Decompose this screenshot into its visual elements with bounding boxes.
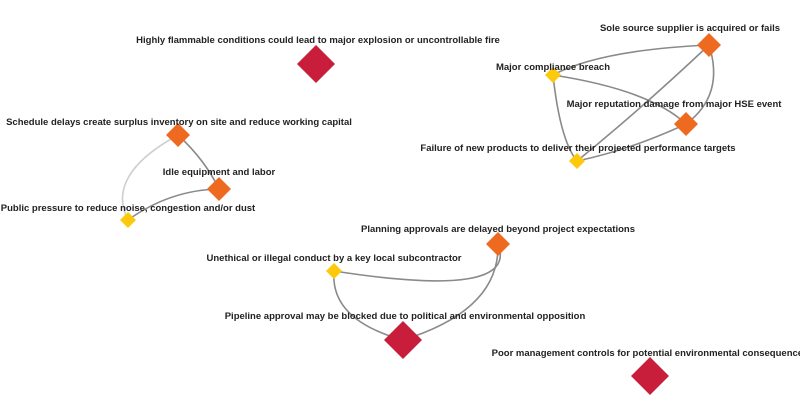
risk-node-idle[interactable]: Idle equipment and labor: [163, 167, 276, 201]
network-nodes: Highly flammable conditions could lead t…: [1, 23, 800, 395]
link-unethical-to-planning: [333, 243, 501, 282]
link-planning-to-pipeline: [402, 243, 499, 341]
risk-marker-unethical[interactable]: [326, 263, 342, 279]
risk-marker-reputation[interactable]: [674, 112, 698, 136]
risk-marker-flammable[interactable]: [297, 45, 335, 83]
risk-marker-sole-source[interactable]: [697, 33, 721, 57]
link-unethical-to-pipeline: [333, 270, 404, 341]
risk-label-planning: Planning approvals are delayed beyond pr…: [361, 224, 635, 235]
risk-node-sole-source[interactable]: Sole source supplier is acquired or fail…: [600, 23, 780, 57]
risk-node-schedule[interactable]: Schedule delays create surplus inventory…: [6, 117, 352, 147]
risk-node-poor-mgmt[interactable]: Poor management controls for potential e…: [492, 348, 800, 395]
risk-marker-planning[interactable]: [486, 232, 510, 256]
risk-label-sole-source: Sole source supplier is acquired or fail…: [600, 23, 780, 34]
risk-marker-pipeline[interactable]: [384, 321, 422, 359]
risk-node-pipeline[interactable]: Pipeline approval may be blocked due to …: [225, 311, 586, 359]
link-compliance-to-reputation: [552, 74, 687, 125]
risk-label-poor-mgmt: Poor management controls for potential e…: [492, 348, 800, 359]
risk-marker-compliance[interactable]: [545, 67, 561, 83]
link-schedule-to-public: [121, 134, 179, 221]
risk-label-public: Public pressure to reduce noise, congest…: [1, 203, 256, 214]
risk-label-reputation: Major reputation damage from major HSE e…: [567, 99, 783, 110]
risk-label-flammable: Highly flammable conditions could lead t…: [136, 35, 500, 46]
risk-marker-idle[interactable]: [207, 177, 231, 201]
link-sole-source-to-new-products: [576, 44, 710, 162]
risk-label-pipeline: Pipeline approval may be blocked due to …: [225, 311, 586, 322]
risk-marker-new-products[interactable]: [569, 153, 585, 169]
risk-label-new-products: Failure of new products to deliver their…: [420, 143, 735, 154]
link-compliance-to-sole-source: [552, 44, 710, 76]
risk-label-idle: Idle equipment and labor: [163, 167, 276, 178]
risk-node-flammable[interactable]: Highly flammable conditions could lead t…: [136, 35, 500, 83]
risk-node-planning[interactable]: Planning approvals are delayed beyond pr…: [361, 224, 635, 256]
risk-node-reputation[interactable]: Major reputation damage from major HSE e…: [567, 99, 783, 136]
risk-marker-schedule[interactable]: [166, 123, 190, 147]
risk-node-new-products[interactable]: Failure of new products to deliver their…: [420, 143, 736, 169]
risk-marker-poor-mgmt[interactable]: [631, 357, 669, 395]
link-sole-source-to-reputation: [685, 44, 715, 125]
risk-label-schedule: Schedule delays create surplus inventory…: [6, 117, 352, 128]
link-schedule-to-idle: [177, 134, 220, 190]
risk-node-public[interactable]: Public pressure to reduce noise, congest…: [1, 203, 256, 228]
risk-marker-public[interactable]: [120, 212, 136, 228]
risk-node-unethical[interactable]: Unethical or illegal conduct by a key lo…: [207, 253, 462, 279]
network-links: [121, 44, 715, 341]
link-reputation-to-new-products: [576, 123, 687, 162]
risk-node-compliance[interactable]: Major compliance breach: [496, 62, 610, 83]
risk-label-compliance: Major compliance breach: [496, 62, 610, 73]
risk-label-unethical: Unethical or illegal conduct by a key lo…: [207, 253, 462, 264]
